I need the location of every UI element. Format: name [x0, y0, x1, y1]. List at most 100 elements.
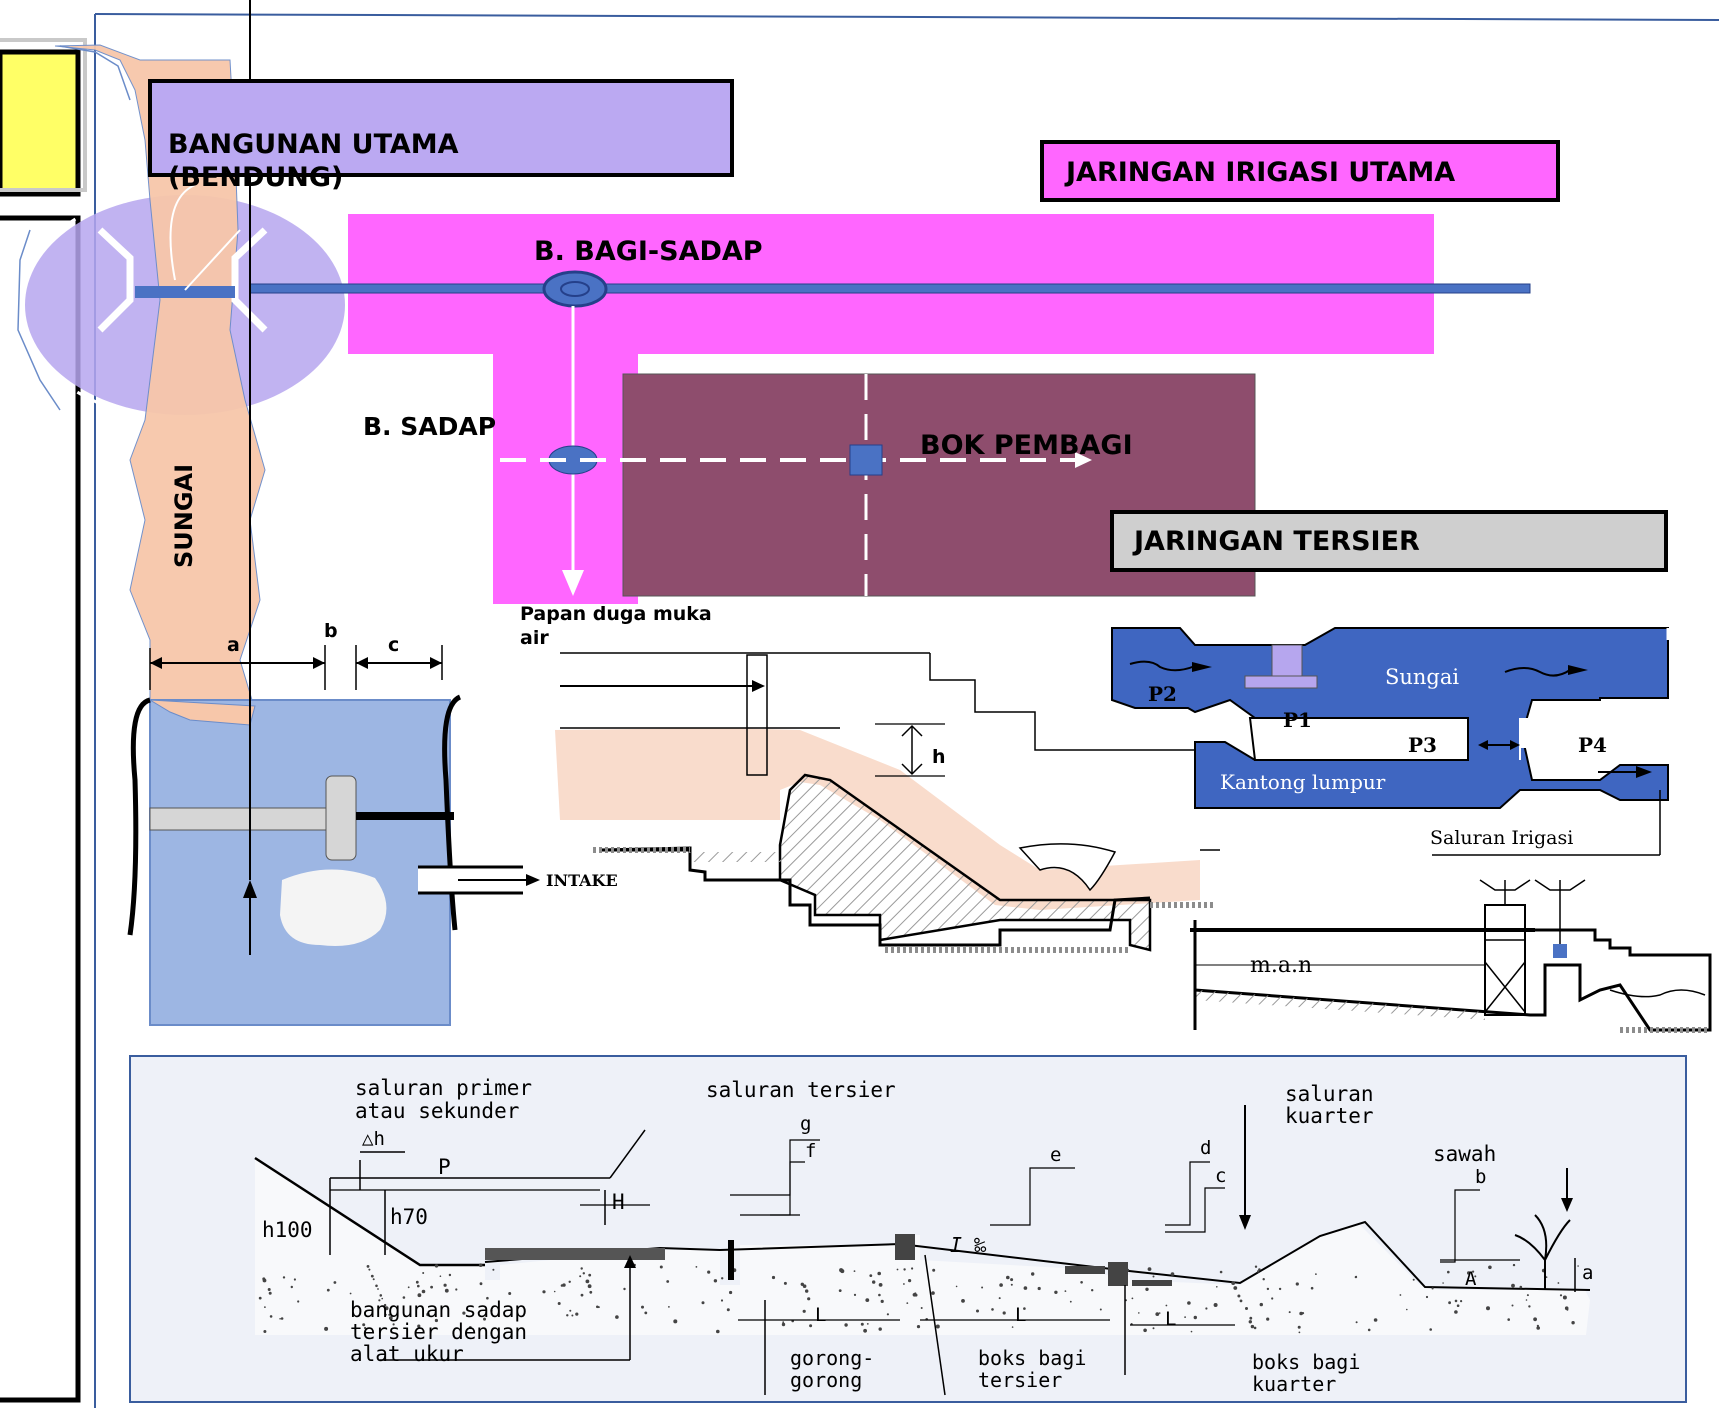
soil-dot [291, 1286, 293, 1288]
bok-pembagi-node [850, 445, 882, 475]
soil-dot [727, 1308, 730, 1311]
soil-dot [269, 1292, 272, 1295]
bagi-sadap-node [544, 272, 606, 306]
soil-dot [921, 1307, 923, 1309]
kl-saluran-irigasi-label: Saluran Irigasi [1430, 827, 1573, 849]
soil-dot [1299, 1312, 1303, 1316]
soil-dot [1249, 1320, 1252, 1323]
soil-dot [554, 1291, 556, 1293]
cs-I: I ‰ [950, 1233, 986, 1257]
boks-tersier-structure [1108, 1262, 1128, 1286]
cs-sawah: sawah [1433, 1142, 1496, 1166]
cs-boks-tersier-2: tersier [978, 1368, 1062, 1392]
intake-left-bracket [130, 700, 150, 935]
soil-dot [1533, 1317, 1537, 1321]
dim-a-arrow-right [313, 657, 325, 669]
dim-c-arrow-left [356, 657, 368, 669]
soil-dot [371, 1275, 374, 1278]
soil-dot [721, 1299, 723, 1301]
cs-kuarter: kuarter [1285, 1104, 1374, 1128]
soil-dot [644, 1312, 647, 1315]
soil-dot [327, 1289, 330, 1292]
b-bagi-sadap-label: B. BAGI-SADAP [534, 236, 763, 267]
soil-dot [1233, 1286, 1237, 1290]
soil-dot [377, 1288, 379, 1290]
soil-dot [1260, 1303, 1263, 1306]
sungai-label: SUNGAI [170, 464, 198, 568]
soil-dot [956, 1286, 958, 1288]
soil-dot [416, 1281, 419, 1284]
soil-dot [1457, 1304, 1460, 1307]
soil-dot [1299, 1332, 1301, 1334]
soil-dot [586, 1280, 590, 1284]
intake-gate-bar [150, 808, 340, 830]
cs-gorong-2: gorong [790, 1368, 862, 1392]
jaringan-tersier-label: JARINGAN TERSIER [1134, 526, 1420, 557]
jaringan-irigasi-utama-box: JARINGAN IRIGASI UTAMA [1040, 140, 1560, 202]
kl-man-label: m.a.n [1250, 953, 1312, 978]
soil-dot [809, 1324, 812, 1327]
soil-dot [917, 1325, 920, 1328]
soil-dot [879, 1327, 882, 1330]
soil-dot [1012, 1326, 1014, 1328]
soil-dot [1448, 1301, 1451, 1304]
sediment-trap-gate-base [1245, 676, 1317, 688]
soil-dot [588, 1284, 592, 1288]
soil-dot [1132, 1298, 1134, 1300]
soil-dot [1289, 1311, 1291, 1313]
soil-dot [1528, 1305, 1530, 1307]
soil-dot [1296, 1282, 1299, 1285]
soil-dot [367, 1265, 370, 1268]
soil-dot [279, 1318, 281, 1320]
sadap-structure-slab [485, 1248, 665, 1260]
soil-dot [449, 1274, 451, 1276]
cs-boks-tersier-1: boks bagi [978, 1346, 1086, 1370]
kl-kantong-label: Kantong lumpur [1220, 770, 1385, 794]
cs-dh: △h [362, 1128, 385, 1150]
kl-p4-label: P4 [1578, 733, 1607, 757]
cs-e: e [1050, 1144, 1061, 1166]
intake-arrowhead [526, 874, 540, 886]
b-sadap-label: B. SADAP [363, 412, 496, 441]
soil-dot [867, 1323, 869, 1325]
intake-basin [150, 700, 450, 1025]
soil-dot [865, 1298, 869, 1302]
soil-dot [1447, 1271, 1450, 1274]
soil-dot [1454, 1310, 1458, 1314]
soil-dot [906, 1302, 908, 1304]
cs-h70: h70 [390, 1205, 428, 1229]
secondary-network-area [493, 354, 638, 604]
cs-A: A [1465, 1268, 1476, 1290]
soil-dot [877, 1272, 881, 1276]
soil-dot [1374, 1318, 1378, 1322]
soil-dot [408, 1286, 410, 1288]
cs-a: a [1582, 1262, 1593, 1284]
cs-h100: h100 [262, 1218, 313, 1242]
cs-boks-kuarter-1: boks bagi [1252, 1350, 1360, 1374]
soil-dot [903, 1268, 905, 1270]
soil-dot [1254, 1327, 1257, 1330]
soil-dot [903, 1283, 905, 1285]
soil-dot [887, 1313, 889, 1315]
soil-dot [932, 1269, 935, 1272]
soil-dot [1138, 1312, 1140, 1314]
soil-dot [721, 1277, 723, 1279]
soil-dot [1257, 1270, 1259, 1272]
soil-dot [1024, 1286, 1028, 1290]
soil-dot [863, 1329, 867, 1333]
soil-dot [1191, 1331, 1193, 1333]
soil-dot [999, 1297, 1001, 1299]
soil-dot [878, 1294, 881, 1297]
soil-dot [936, 1325, 940, 1329]
soil-dot [324, 1327, 328, 1331]
soil-dot [1460, 1300, 1462, 1302]
soil-dot [1220, 1271, 1223, 1274]
soil-dot [1010, 1278, 1013, 1281]
soil-dot [479, 1263, 483, 1267]
soil-dot [1368, 1329, 1371, 1332]
soil-dot [696, 1266, 698, 1268]
soil-dot [1266, 1318, 1269, 1321]
soil-dot [1400, 1294, 1402, 1296]
soil-dot [581, 1294, 584, 1297]
sadap-gate-post [728, 1240, 734, 1280]
